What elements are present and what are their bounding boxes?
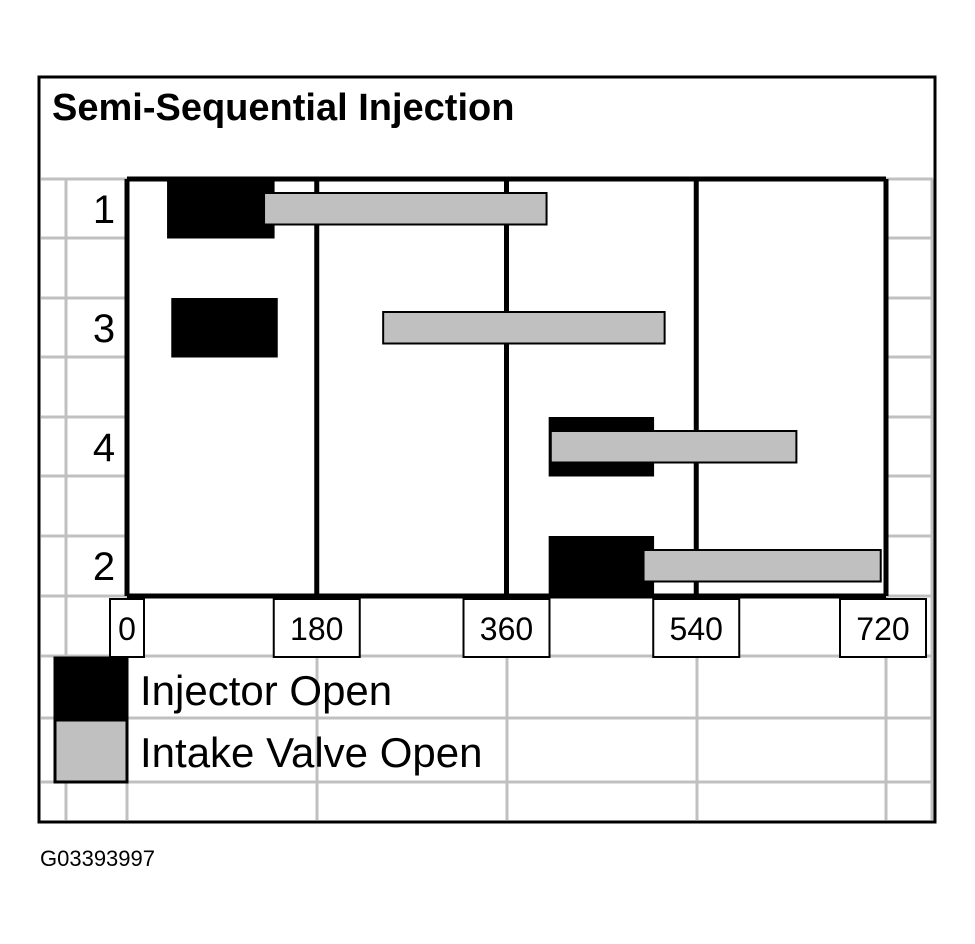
tick-label: 180 — [290, 611, 343, 647]
tick-label-box — [652, 598, 741, 658]
cylinder-row-label: 2 — [93, 545, 115, 589]
tick-label-box — [272, 598, 361, 658]
row-labels: 1 3 4 2 — [93, 188, 115, 589]
intake-valve-open-bar — [382, 311, 666, 345]
tick-label: 540 — [670, 611, 723, 647]
diagram-title: Semi-Sequential Injection — [52, 87, 514, 129]
intake-valve-open-bar — [263, 192, 548, 226]
legend-swatch-intake — [53, 718, 129, 784]
tick-label-box — [462, 598, 551, 658]
injector-open-bar — [548, 536, 655, 596]
intake-valve-open-bar — [642, 549, 882, 583]
injector-open-bar — [171, 298, 278, 358]
x-axis-ticks: 0 180 360 540 720 — [109, 598, 927, 658]
cylinder-row-label: 4 — [93, 426, 115, 470]
figure-id-caption: G03393997 — [40, 846, 155, 871]
legend-swatch-injector — [53, 656, 129, 722]
injector-open-bar — [167, 179, 275, 239]
cylinder-row-label: 1 — [93, 188, 115, 232]
legend-label: Intake Valve Open — [140, 729, 482, 776]
tick-label: 720 — [856, 611, 909, 647]
legend-label: Injector Open — [140, 667, 392, 714]
tick-label-box — [839, 598, 927, 658]
tick-label: 360 — [480, 611, 533, 647]
cylinder-row-label: 3 — [93, 307, 115, 351]
plot-area — [124, 176, 889, 599]
outer-frame — [37, 75, 937, 824]
tick-label: 0 — [118, 611, 136, 647]
intake-valve-open-bar — [549, 430, 798, 464]
